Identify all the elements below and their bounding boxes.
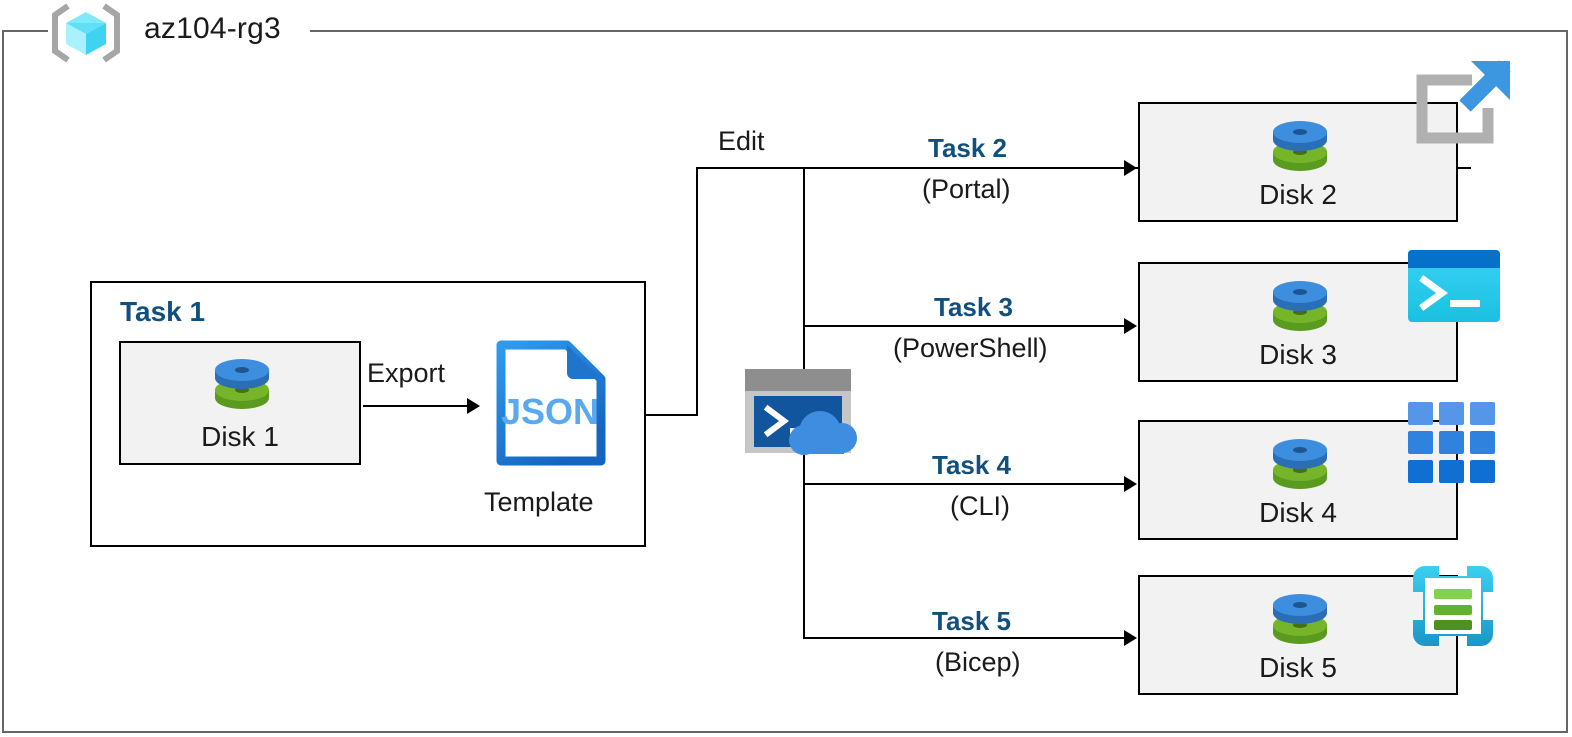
task3-arrow-line [803, 325, 1125, 327]
task4-arrowhead [1124, 476, 1137, 492]
managed-disk-icon [1267, 275, 1333, 337]
disk3-label: Disk 3 [1259, 339, 1337, 370]
task2-method: (Portal) [922, 174, 1011, 204]
export-arrowhead [467, 398, 480, 414]
bicep-icon [1405, 558, 1501, 654]
azure-portal-icon [1410, 58, 1515, 163]
resource-group-border-top-right [310, 30, 1568, 32]
task2-heading: Task 2 [928, 133, 1008, 163]
disk1-box: Disk 1 [119, 341, 361, 465]
task3-heading: Task 3 [934, 292, 1014, 322]
disk5-label: Disk 5 [1259, 652, 1337, 683]
disk3-box: Disk 3 [1138, 262, 1458, 382]
task3-arrowhead [1124, 318, 1137, 334]
resource-group-border-left [2, 30, 4, 733]
task5-heading: Task 5 [932, 606, 1012, 636]
cloud-shell-icon [742, 366, 866, 458]
task3-method: (PowerShell) [893, 333, 1048, 363]
task2-arrowhead [1124, 160, 1137, 176]
disk4-box: Disk 4 [1138, 420, 1458, 540]
disk5-box: Disk 5 [1138, 575, 1458, 695]
managed-disk-icon [1267, 433, 1333, 495]
task1-heading: Task 1 [120, 296, 206, 327]
disk4-label: Disk 4 [1259, 497, 1337, 528]
export-label: Export [367, 358, 446, 388]
azure-cli-icon [1408, 402, 1496, 484]
disk1-label: Disk 1 [201, 421, 279, 452]
disk2-label: Disk 2 [1259, 179, 1337, 210]
task4-heading: Task 4 [932, 450, 1012, 480]
json-file-icon: JSON [492, 336, 610, 470]
resource-group-border-right [1566, 30, 1568, 733]
task5-arrow-line [803, 637, 1125, 639]
svg-text:JSON: JSON [501, 391, 599, 432]
template-to-edit-line-v [696, 167, 698, 416]
disk2-box: Disk 2 [1138, 102, 1458, 222]
resource-group-border-top-left [2, 30, 48, 32]
resource-group-name: az104-rg3 [144, 12, 281, 45]
export-arrow-line [363, 405, 467, 407]
template-to-edit-line-h1 [645, 414, 698, 416]
managed-disk-icon [1267, 115, 1333, 177]
edit-label: Edit [718, 126, 765, 156]
template-caption: Template [484, 487, 594, 517]
task2-arrow-line [803, 167, 1125, 169]
azure-resource-group-icon [48, 2, 124, 64]
task4-arrow-line [803, 483, 1125, 485]
resource-group-border-bottom [2, 731, 1568, 733]
task4-method: (CLI) [950, 491, 1010, 521]
managed-disk-icon [1267, 588, 1333, 650]
task5-arrowhead [1124, 630, 1137, 646]
powershell-icon [1408, 250, 1500, 322]
task5-method: (Bicep) [935, 647, 1021, 677]
managed-disk-icon [209, 353, 275, 415]
